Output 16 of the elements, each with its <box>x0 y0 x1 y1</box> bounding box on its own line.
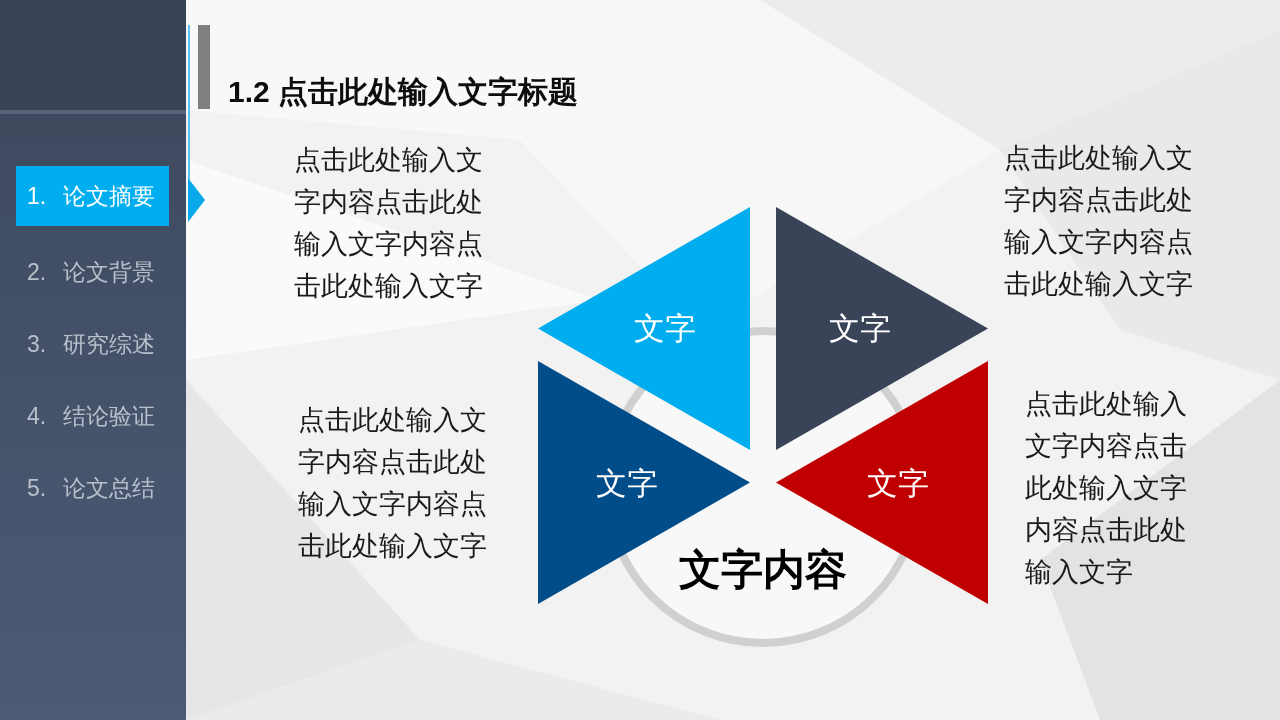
triangle-label: 文字 <box>634 309 696 347</box>
sidebar-panel <box>0 114 186 720</box>
menu-item: 5. 论文总结 <box>27 474 155 502</box>
selected-menu-item: 1. 论文摘要 <box>16 166 169 226</box>
menu-item: 2. 论文背景 <box>27 258 155 286</box>
description-text: 点击此处输入文字内容点击此处输入文字内容点击此处输入文字 <box>1004 141 1194 301</box>
description-text: 点击此处输入文字内容点击此处输入文字内容点击此处输入文字 <box>294 143 484 303</box>
description-text: 点击此处输入文字内容点击此处输入文字内容点击此处输入文字 <box>298 403 488 563</box>
slide-title: 1.2 点击此处输入文字标题 <box>228 74 579 110</box>
triangle-label: 文字 <box>867 464 929 502</box>
menu-item: 3. 研究综述 <box>27 330 155 358</box>
description-text: 点击此处输入文字内容点击此处输入文字内容点击此处输入文字 <box>1025 387 1188 589</box>
center-label: 文字内容 <box>679 545 847 595</box>
triangle-label: 文字 <box>829 309 891 347</box>
menu-item: 4. 结论验证 <box>27 402 155 430</box>
triangle-label: 文字 <box>596 464 658 502</box>
